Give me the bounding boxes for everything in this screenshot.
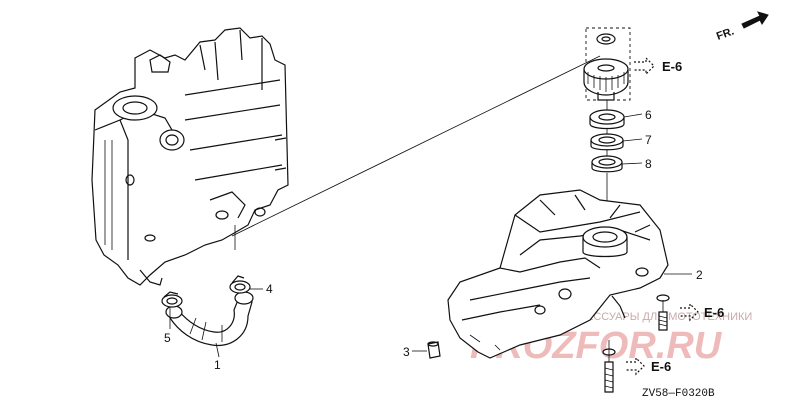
diagram-code: ZV58—F0320B	[642, 388, 715, 400]
crankcase-part-2	[447, 189, 669, 359]
clamp-part-4	[229, 275, 251, 294]
leader-1	[215, 342, 220, 358]
callout-2: 2	[696, 268, 703, 282]
clamp-part-5	[161, 291, 183, 308]
callout-6: 6	[645, 108, 652, 122]
ref-arrow-1	[634, 56, 655, 76]
engine-block	[91, 27, 289, 286]
leader-6	[623, 113, 643, 118]
callout-1: 1	[214, 358, 221, 372]
reference-e6-top: E-6	[662, 59, 682, 74]
assembly-leader-line	[231, 55, 601, 237]
callout-7: 7	[645, 133, 652, 147]
ref-arrow-2	[680, 302, 699, 322]
front-direction-label: FR.	[715, 25, 736, 42]
cap-part-3	[427, 341, 441, 359]
callout-8: 8	[645, 157, 652, 171]
ref-arrow-3	[626, 356, 645, 376]
front-direction-arrow	[741, 11, 769, 29]
leader-8	[621, 162, 643, 165]
callout-3: 3	[403, 345, 410, 359]
callout-5: 5	[164, 331, 171, 345]
callout-4: 4	[266, 282, 273, 296]
hose-part-1	[165, 291, 254, 346]
bolt-upper	[656, 294, 670, 331]
reference-e6-bottom: E-6	[651, 359, 671, 374]
leader-7	[622, 138, 643, 142]
gear-stack	[583, 27, 631, 225]
bolt-lower	[602, 340, 616, 393]
reference-e6-middle: E-6	[704, 305, 724, 320]
